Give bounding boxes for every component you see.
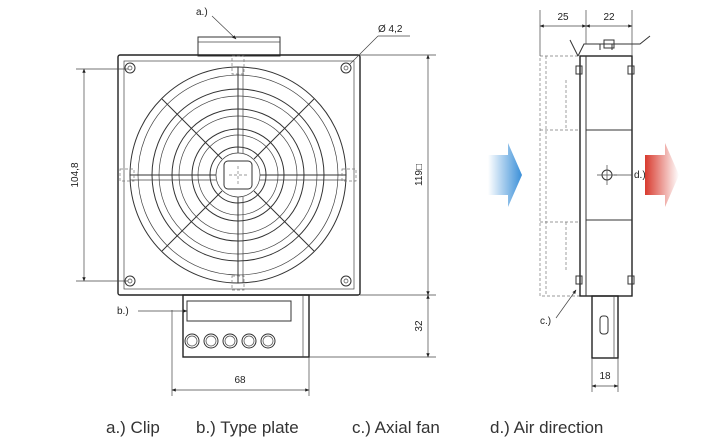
- legend-air-direction: d.) Air direction: [490, 418, 604, 437]
- dim-119-label: 119□: [414, 164, 425, 186]
- dim-104-8: 104,8: [70, 68, 128, 282]
- airflow-out-arrow: [645, 143, 679, 207]
- legend-axial-fan: c.) Axial fan: [352, 418, 440, 437]
- dim-18-label: 18: [599, 371, 611, 382]
- airflow-in-arrow: [488, 143, 522, 207]
- dim-32-label: 32: [414, 320, 425, 332]
- fan-guard: [119, 55, 357, 291]
- dim-68-label: 68: [234, 375, 246, 386]
- dim-68: 68: [171, 310, 310, 396]
- dim-hole-label: Ø 4,2: [378, 24, 403, 35]
- callout-type-plate: b.): [117, 306, 188, 317]
- callout-clip-label: a.): [196, 7, 208, 18]
- dim-32: 32: [309, 294, 436, 358]
- front-view: 104,8 119□ 32 68 Ø 4,2: [70, 7, 436, 396]
- dim-119: 119□: [360, 54, 436, 296]
- legend-type-plate: b.) Type plate: [196, 418, 299, 437]
- dim-hole: Ø 4,2: [349, 24, 410, 65]
- mounting-holes: [124, 62, 352, 287]
- callout-axial-fan: c.): [540, 289, 577, 327]
- dim-25-label: 25: [557, 12, 569, 23]
- side-view: 25 22 18 c.) d.): [488, 10, 679, 392]
- dim-25-22: 25 22: [539, 10, 633, 56]
- housing-side: [579, 55, 633, 297]
- legend: a.) Clip b.) Type plate c.) Axial fan d.…: [0, 418, 707, 442]
- clip: [197, 36, 281, 57]
- base-block: [182, 294, 310, 358]
- callout-air-direction-label: d.): [634, 170, 646, 181]
- dim-22-label: 22: [603, 12, 615, 23]
- legend-clip: a.) Clip: [106, 418, 160, 437]
- dim-104-8-label: 104,8: [70, 162, 81, 187]
- dim-18: 18: [591, 358, 619, 392]
- callout-axial-fan-label: c.): [540, 316, 551, 327]
- callout-clip: a.): [196, 7, 237, 40]
- callout-air-direction: d.): [614, 170, 646, 181]
- callout-type-plate-label: b.): [117, 306, 129, 317]
- type-plate: [186, 300, 292, 322]
